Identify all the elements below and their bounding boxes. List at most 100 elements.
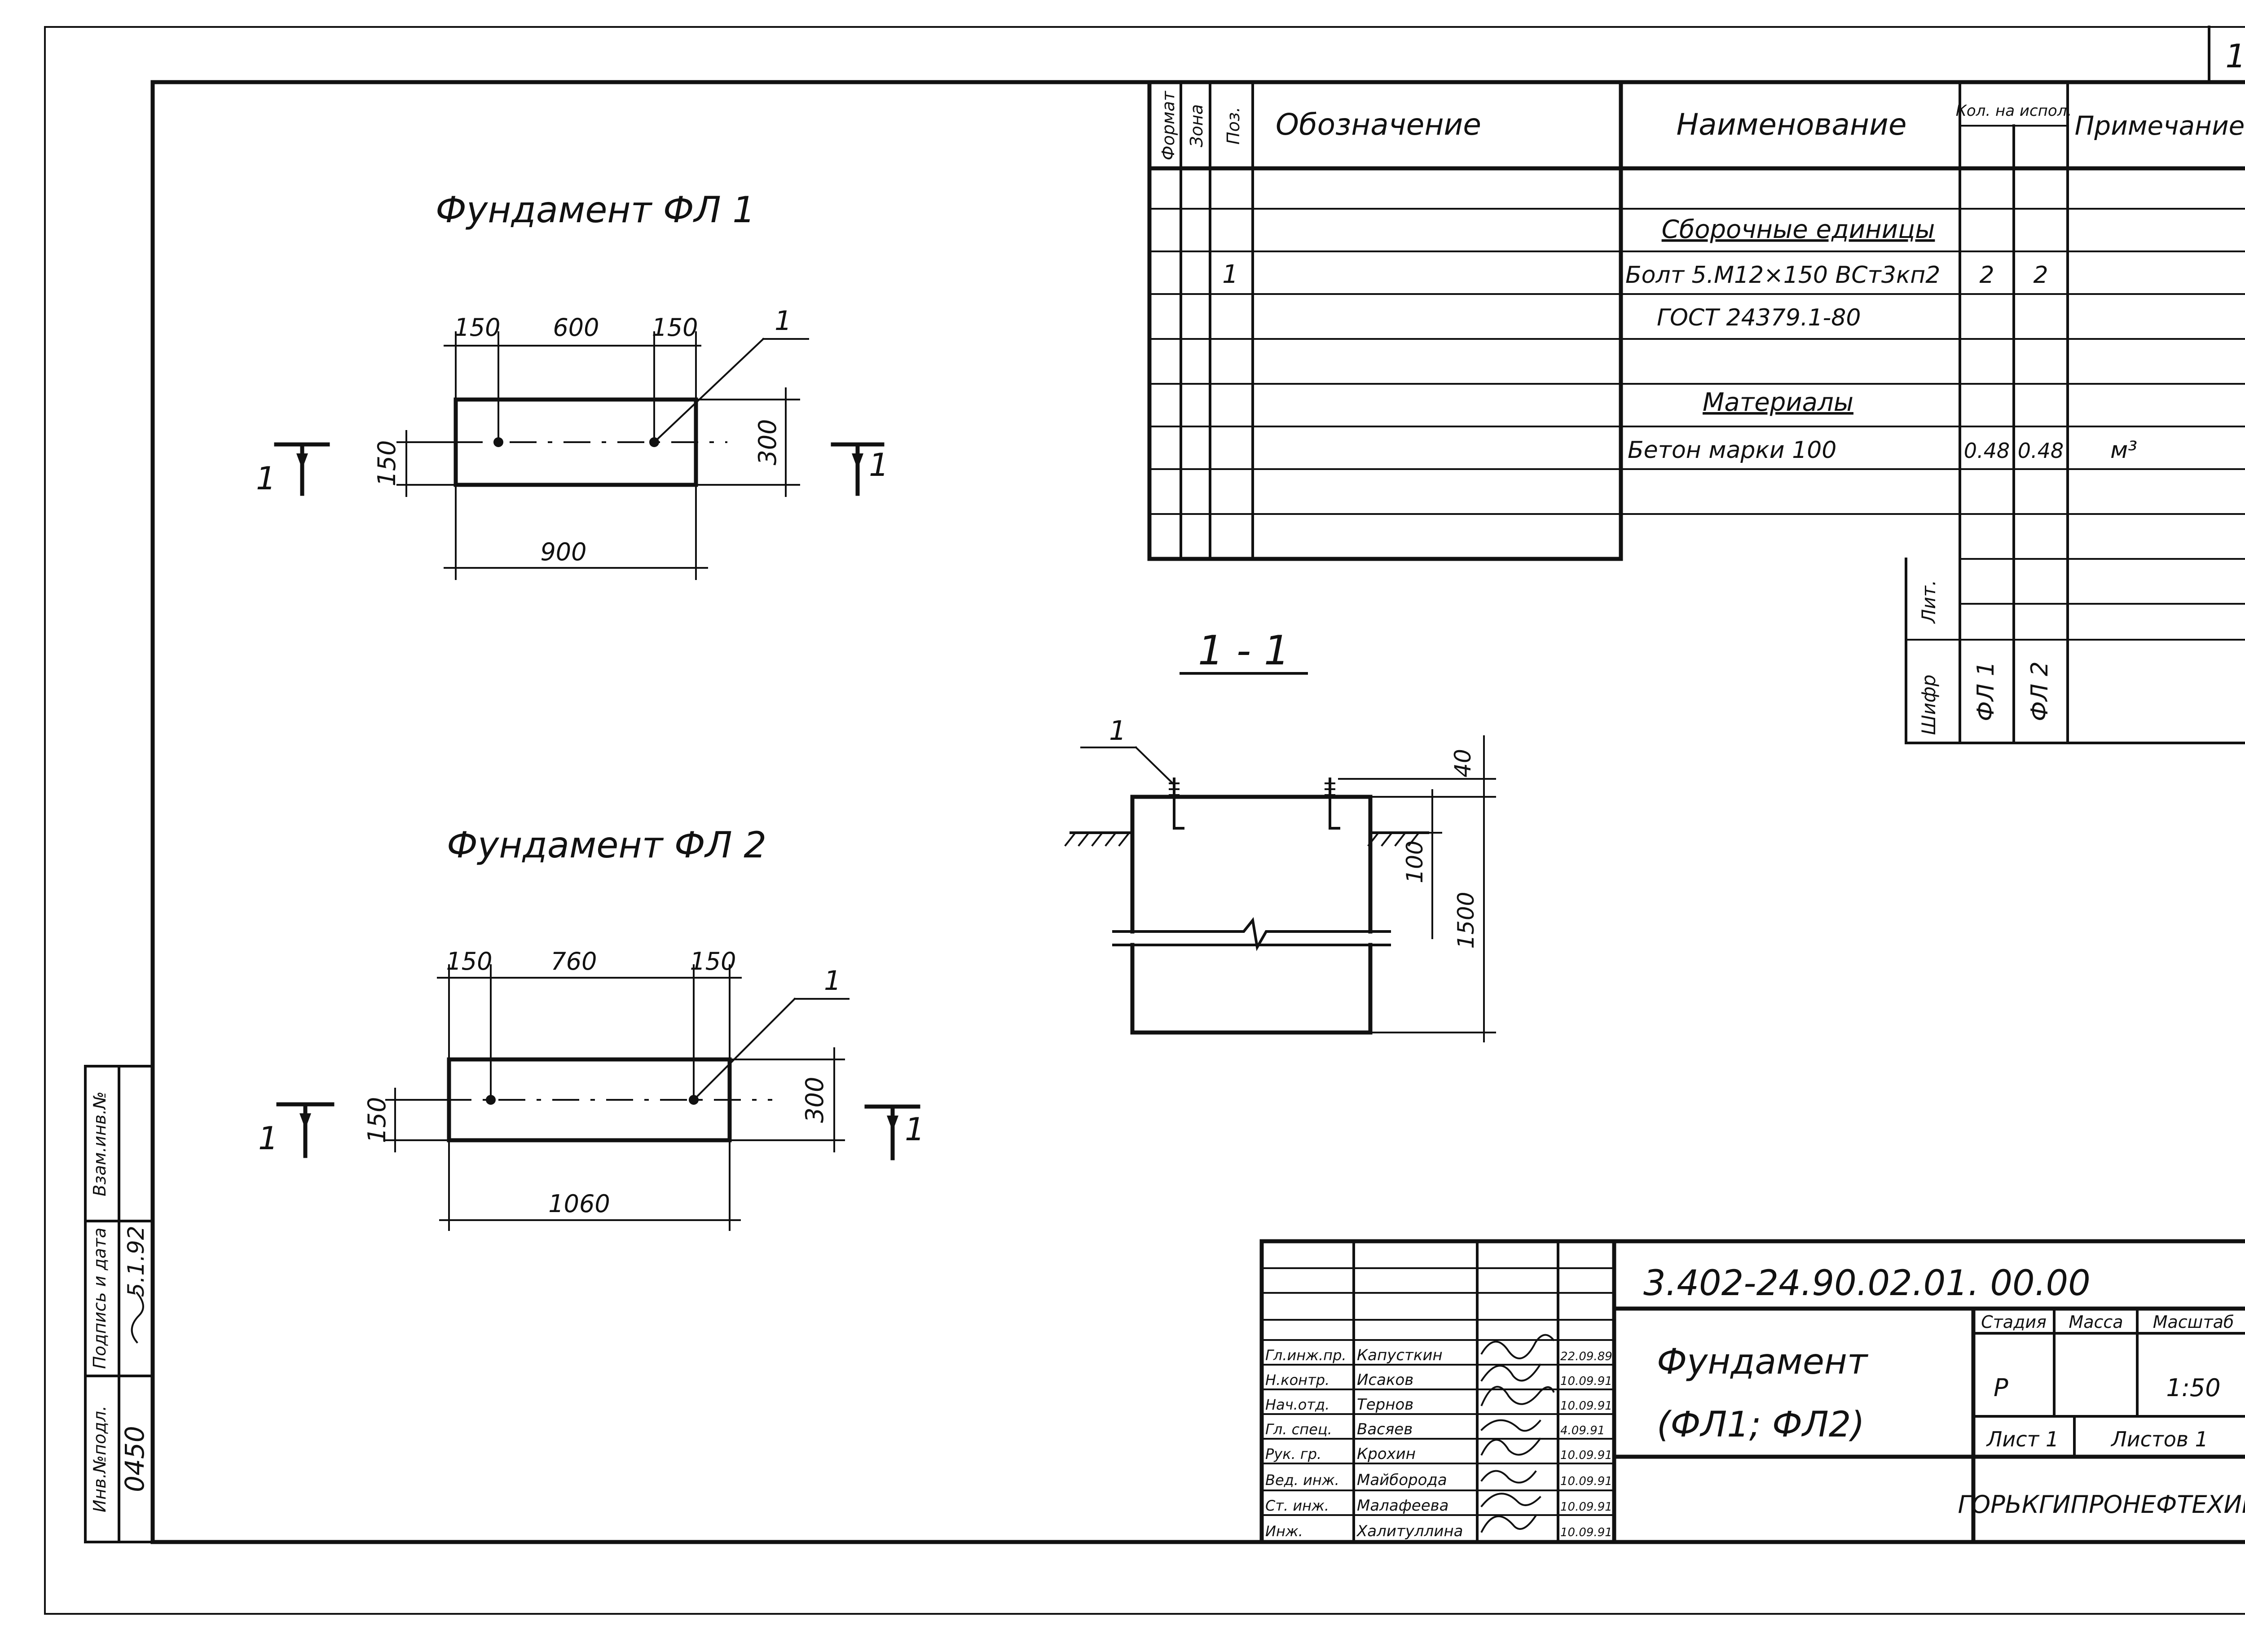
- plan-fl1-leader: [653, 338, 765, 444]
- plan-fl1-dim-offset: 150: [373, 440, 401, 486]
- person-role: Н.контр.: [1265, 1371, 1329, 1388]
- plan-fl2-dim-middle: 760: [550, 947, 597, 975]
- title-block-border: [1259, 1239, 2245, 1544]
- side-stamp-replace-label: Взам.инв.№: [90, 1091, 110, 1196]
- section-callout: 1: [1109, 715, 1126, 747]
- section-bolt-right: [1329, 778, 1340, 830]
- spec-header-pos: Поз.: [1224, 107, 1243, 145]
- ground-hatch-left: [1064, 831, 1131, 847]
- plan-fl1-callout: 1: [775, 305, 792, 337]
- plan-fl1-title: Фундамент ФЛ 1: [436, 189, 755, 231]
- person-role: Нач.отд.: [1265, 1396, 1329, 1413]
- side-stamp-sign-value: 5.1.92: [123, 1226, 149, 1297]
- person-date: 4.09.91: [1560, 1424, 1605, 1437]
- plan-fl2-section-mark-left: [276, 1102, 335, 1158]
- person-name: Малафеева: [1357, 1497, 1449, 1515]
- variants-border: [1905, 558, 2245, 744]
- stamp-scale-label: Масштаб: [2153, 1312, 2234, 1332]
- spec-table: Формат Зона Поз. Обозначение Наименовани…: [1147, 80, 2245, 744]
- person-role: Инж.: [1265, 1523, 1303, 1540]
- person-date: 10.09.91: [1560, 1375, 1612, 1388]
- stamp-org: ГОРЬКГИПРОНЕФТЕХИМ: [1958, 1490, 2245, 1519]
- person-date: 10.09.91: [1560, 1449, 1612, 1462]
- section-block-top: [1130, 795, 1373, 934]
- stamp-mass-label: Масса: [2069, 1312, 2123, 1332]
- spec-header-designation: Обозначение: [1276, 107, 1481, 142]
- plan-fl2-leader: [692, 997, 796, 1101]
- side-stamp-signature: [131, 1292, 144, 1344]
- person-role: Вед. инж.: [1265, 1472, 1339, 1489]
- stamp-stage-label: Стадия: [1981, 1312, 2047, 1332]
- person-name: Халитуллина: [1356, 1522, 1463, 1540]
- plan-fl2-dim-total: 1060: [548, 1190, 610, 1218]
- stamp-people: Гл.инж.пр. Капусткин 22.09.89 Н.контр. И…: [1265, 1346, 1612, 1540]
- plan-fl2-callout: 1: [824, 965, 841, 997]
- signatures: [1480, 1334, 1555, 1533]
- spec-row-q2: 0.48: [2018, 439, 2064, 463]
- person-date: 10.09.91: [1560, 1399, 1612, 1413]
- person-role: Гл.инж.пр.: [1265, 1347, 1347, 1364]
- plan-fl2-dim-height: 300: [801, 1076, 829, 1123]
- spec-row-name: ГОСТ 24379.1-80: [1657, 304, 1861, 331]
- plan-fl2: Фундамент ФЛ 2 150 760 150 1060 300 150 …: [258, 824, 925, 1231]
- plan-fl1-dim-total: 900: [540, 538, 586, 566]
- spec-table-border: [1147, 80, 1623, 561]
- section-1-1: 1 - 1 1 40 100 1500: [1064, 627, 1496, 1042]
- spec-header-zone: Зона: [1187, 104, 1206, 147]
- spec-row-q1: 2: [1979, 262, 1994, 289]
- sheet-number-box: [2208, 26, 2245, 83]
- plan-fl1-dim-middle: 600: [553, 313, 599, 342]
- side-stamp-inv-value: 0450: [119, 1426, 150, 1492]
- spec-header-note: Примечание: [2075, 110, 2245, 141]
- plan-fl1-dim-height: 300: [753, 419, 782, 465]
- spec-row-note: м³: [2110, 437, 2137, 464]
- stamp-title-line2: (ФЛ1; ФЛ2): [1657, 1405, 1865, 1445]
- stamp-sheets-label: Листов 1: [2110, 1427, 2208, 1451]
- spec-header-name: Наименование: [1677, 107, 1907, 142]
- section-block-bottom: [1130, 943, 1373, 1035]
- variant-code: ФЛ 1: [1972, 661, 1999, 721]
- spec-row-q1: 0.48: [1964, 439, 2010, 463]
- variant-code: ФЛ 2: [2026, 661, 2053, 721]
- spec-row-pos: 1: [1222, 260, 1238, 289]
- inner-frame: [150, 80, 2245, 1544]
- person-name: Майборода: [1357, 1471, 1447, 1489]
- person-date: 10.09.91: [1560, 1526, 1612, 1539]
- person-date: 10.09.91: [1560, 1500, 1612, 1514]
- side-stamp-sign-label: Подпись и дата: [90, 1228, 110, 1369]
- section-bolt-left: [1173, 778, 1184, 830]
- outer-border: [44, 26, 2245, 1615]
- plan-fl2-title: Фундамент ФЛ 2: [447, 824, 766, 866]
- person-name: Тернов: [1357, 1396, 1413, 1414]
- variants-lit-label: Лит.: [1918, 580, 1940, 624]
- spec-header-qty: Кол. на испол.: [1956, 102, 2072, 120]
- plan-fl2-dim-edge-left: 150: [446, 947, 492, 975]
- variants-code-label: Шифр: [1918, 675, 1940, 735]
- plan-fl1-section-mark-left: [274, 442, 330, 496]
- spec-row-name: Болт 5.М12×150 ВСт3кп2: [1625, 262, 1940, 289]
- section-dim-depth: 100: [1402, 840, 1428, 883]
- side-stamp-grid: [84, 1065, 154, 1543]
- person-name: Капусткин: [1357, 1346, 1443, 1364]
- person-role: Гл. спец.: [1265, 1421, 1332, 1438]
- plan-fl2-section-label-left: 1: [258, 1120, 278, 1157]
- stamp-sheet-label: Лист 1: [1986, 1427, 2059, 1451]
- spec-row-name: Материалы: [1703, 388, 1853, 417]
- section-title: 1 - 1: [1198, 627, 1290, 674]
- person-name: Крохин: [1357, 1445, 1416, 1463]
- plan-fl2-dim-edge-right: 150: [690, 947, 736, 975]
- person-date: 10.09.91: [1560, 1475, 1612, 1488]
- plan-fl1: Фундамент ФЛ 1 150 600 150 900 300 150 1: [256, 189, 889, 580]
- person-role: Рук. гр.: [1265, 1446, 1321, 1463]
- side-stamp: Инв.№подл. Подпись и дата Взам.инв.№ 045…: [84, 1065, 154, 1543]
- plan-fl2-dim-offset: 150: [363, 1097, 391, 1143]
- ground-hatch-right: [1367, 831, 1420, 847]
- stamp-stage: Р: [1994, 1374, 2008, 1402]
- section-leader: [1135, 746, 1174, 785]
- stamp-code: 3.402-24.90.02.01. 00.00: [1643, 1263, 2091, 1304]
- plan-fl1-section-label-right: 1: [869, 447, 889, 483]
- spec-header-format: Формат: [1158, 90, 1178, 160]
- plan-fl2-section-label-right: 1: [905, 1111, 925, 1148]
- person-name: Исаков: [1357, 1371, 1413, 1389]
